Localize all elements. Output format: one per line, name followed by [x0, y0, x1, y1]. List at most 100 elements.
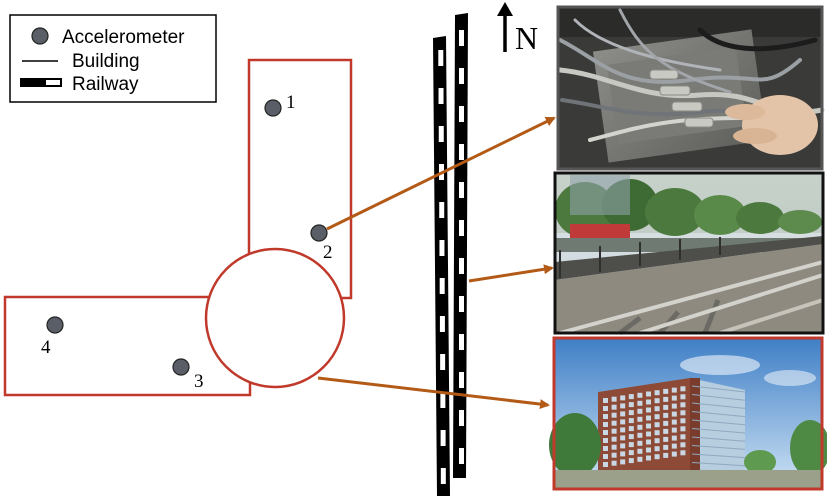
window — [663, 388, 669, 394]
window — [637, 440, 643, 446]
window — [680, 394, 686, 400]
arrow-railway-to-photo-icon — [468, 264, 554, 283]
railway-dash — [459, 68, 464, 84]
railway-dash — [459, 410, 464, 426]
window — [620, 419, 626, 425]
window — [646, 431, 651, 437]
window — [611, 396, 617, 402]
window — [611, 412, 617, 418]
railway-dash — [459, 258, 464, 274]
window — [637, 400, 643, 406]
railway-dash — [440, 354, 446, 370]
window — [654, 414, 660, 420]
window — [654, 422, 660, 428]
railway-dash — [459, 106, 464, 122]
callout-arrows — [317, 116, 556, 410]
railway-track-east — [453, 13, 468, 478]
railway-dash — [438, 126, 444, 142]
railway-dash — [459, 296, 464, 312]
sensor-2-icon — [310, 224, 328, 242]
sensors: 1 2 3 4 — [41, 92, 333, 392]
window — [671, 443, 677, 449]
window — [637, 448, 643, 454]
railway-dash — [439, 316, 445, 332]
window — [646, 455, 651, 461]
window — [637, 416, 643, 422]
window — [663, 412, 669, 418]
window — [620, 411, 626, 417]
window — [646, 407, 651, 413]
railway-dash — [438, 50, 444, 66]
sensor-3-icon — [172, 358, 190, 376]
window — [603, 422, 608, 427]
window — [646, 447, 651, 453]
window — [654, 406, 660, 412]
window — [637, 392, 643, 398]
glass-facade-line — [691, 402, 746, 409]
window — [603, 414, 608, 419]
window — [611, 436, 617, 442]
legend-accelerometer-label: Accelerometer — [62, 27, 185, 48]
window — [671, 395, 677, 401]
window — [671, 403, 677, 409]
window — [680, 434, 686, 440]
building-windows — [603, 385, 746, 467]
railway-dash — [439, 240, 445, 256]
window — [680, 386, 686, 392]
window — [611, 420, 617, 426]
window — [628, 418, 634, 424]
window — [628, 442, 634, 448]
glass-facade-line — [691, 453, 746, 459]
window — [671, 387, 677, 393]
window — [680, 402, 686, 408]
window — [671, 451, 677, 457]
window — [620, 403, 626, 409]
glass-facade-line — [691, 411, 746, 418]
window — [628, 410, 634, 416]
window — [611, 452, 617, 458]
glass-facade-line — [691, 462, 746, 467]
railway-dash — [440, 468, 446, 484]
window — [620, 459, 626, 465]
railway-dash — [440, 430, 446, 446]
arrow-sensor-to-photo-icon — [326, 116, 556, 231]
window — [663, 428, 669, 434]
window — [603, 398, 608, 403]
window — [628, 402, 634, 408]
window — [628, 458, 634, 464]
window — [628, 394, 634, 400]
window — [611, 428, 617, 434]
rail-line-1 — [559, 260, 824, 335]
window — [671, 419, 677, 425]
window — [671, 427, 677, 433]
window — [603, 438, 608, 443]
window — [654, 390, 660, 396]
building-plan — [3, 58, 353, 397]
hand-icon — [742, 95, 818, 155]
window — [611, 444, 617, 450]
window — [620, 427, 626, 433]
window — [637, 424, 643, 430]
rail-line-2 — [639, 273, 824, 335]
glass-facade-line — [691, 394, 746, 401]
sensor-3-label: 3 — [194, 371, 204, 392]
window — [654, 398, 660, 404]
railway-tracks — [433, 13, 468, 496]
railway-track-photo — [553, 171, 825, 335]
glass-facade-line — [691, 419, 746, 426]
railway-dash — [459, 220, 464, 236]
window — [680, 442, 686, 448]
window — [663, 404, 669, 410]
window — [646, 415, 651, 421]
window — [603, 462, 608, 467]
window — [663, 452, 669, 458]
sensor-4-icon — [46, 316, 64, 334]
sensor-1-label: 1 — [286, 92, 296, 113]
accelerometer-cables-photo — [556, 5, 825, 171]
window — [646, 423, 651, 429]
window — [646, 399, 651, 405]
window — [611, 404, 617, 410]
window — [671, 411, 677, 417]
railway-dash — [439, 278, 445, 294]
legend-building-label: Building — [72, 51, 140, 72]
